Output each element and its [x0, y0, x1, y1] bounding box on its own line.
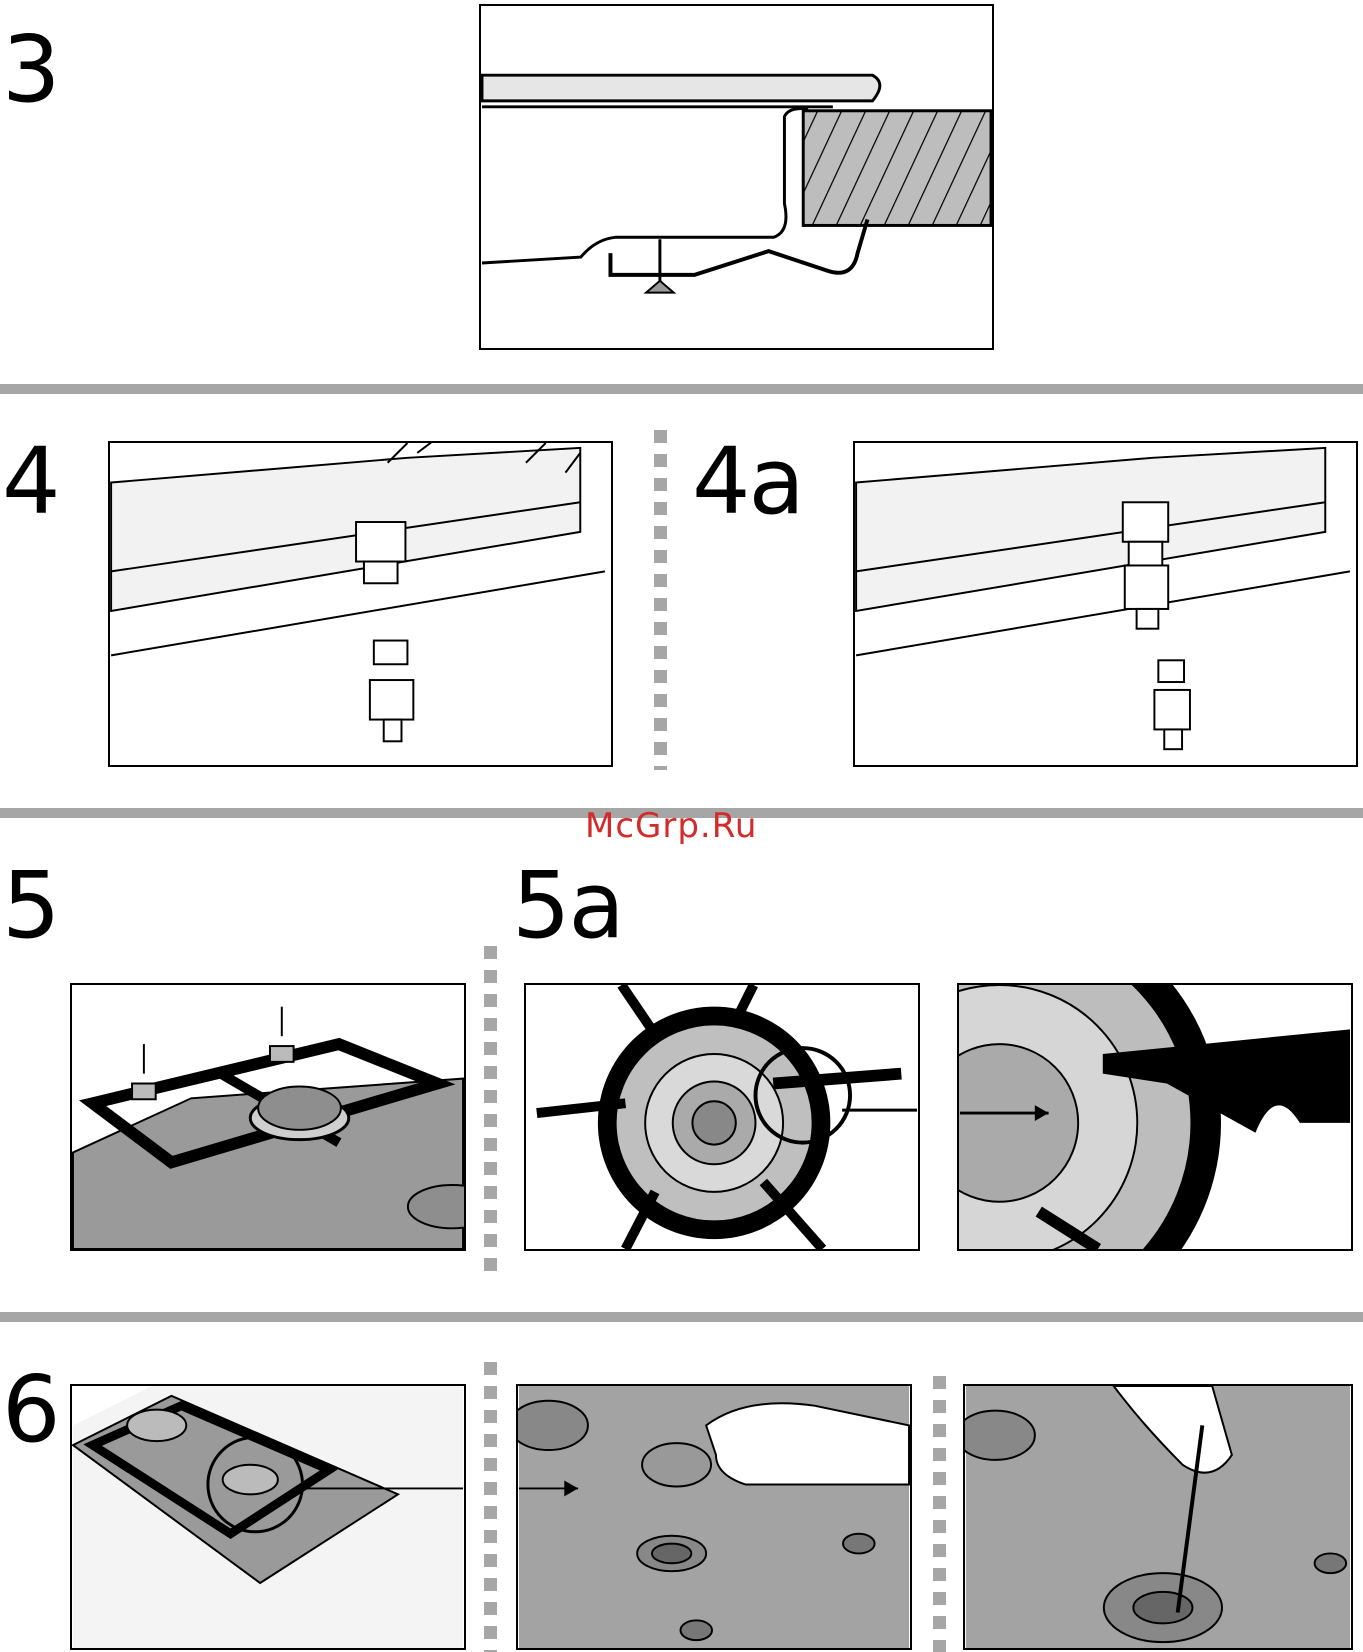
watermark: McGrp.Ru: [585, 806, 757, 846]
section-separator: [0, 1312, 1363, 1322]
illustration-hob-overview: [70, 1384, 466, 1650]
illustration-pan-support: [70, 983, 466, 1251]
step-number-4: 4: [2, 436, 59, 528]
dashed-divider: [654, 430, 667, 770]
dashed-divider: [933, 1376, 946, 1652]
illustration-gas-connector-4a: [853, 441, 1358, 767]
illustration-gas-connector-4: [108, 441, 613, 767]
dashed-divider: [484, 1362, 497, 1652]
step-number-6: 6: [2, 1364, 59, 1456]
illustration-clamp: [479, 4, 994, 350]
illustration-burner-detail: [957, 983, 1353, 1251]
illustration-burner-cap-removal: [516, 1384, 912, 1650]
step-number-3: 3: [2, 24, 59, 116]
step-number-5: 5: [2, 860, 59, 952]
illustration-burner-cleaning: [963, 1384, 1353, 1650]
illustration-burner-top: [524, 983, 920, 1251]
dashed-divider: [484, 946, 497, 1276]
step-number-4a: 4a: [692, 436, 803, 528]
step-number-5a: 5a: [512, 860, 623, 952]
section-separator: [0, 384, 1363, 394]
